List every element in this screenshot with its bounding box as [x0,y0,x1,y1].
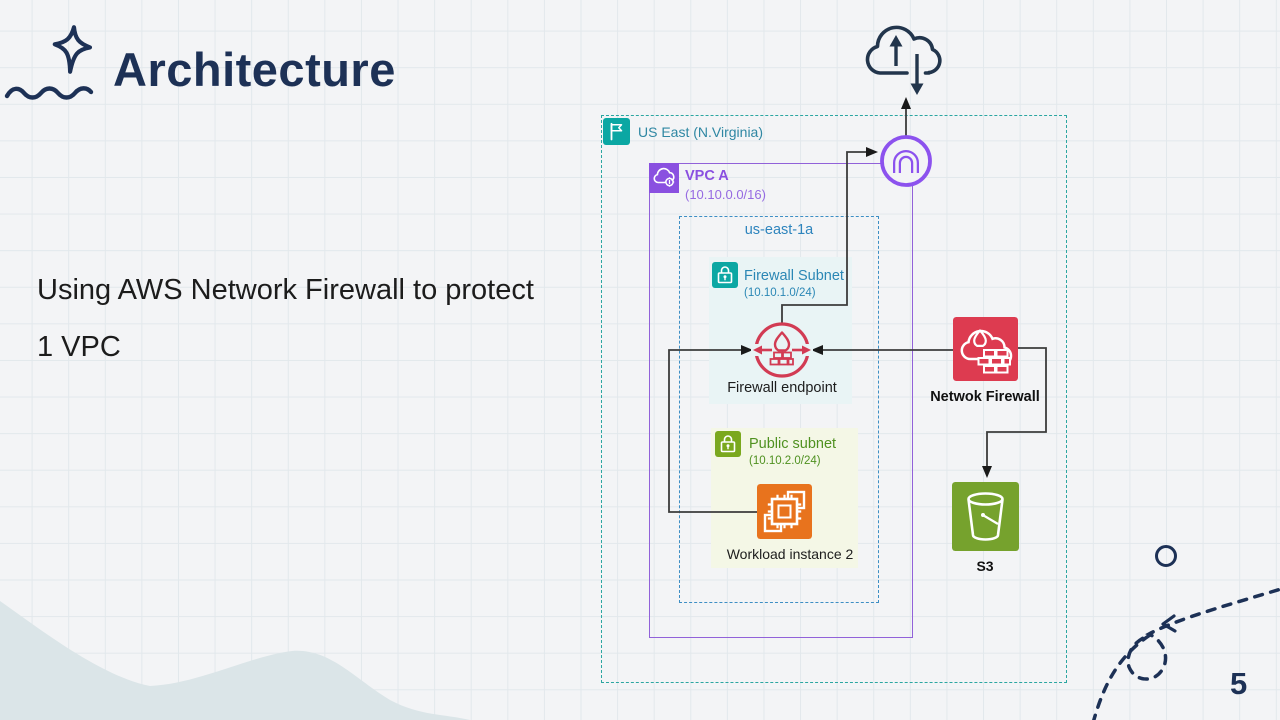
firewall-endpoint-label: Firewall endpoint [727,380,837,396]
vpc-box [649,163,913,638]
vpc-label: VPC A [685,168,729,184]
page-title: Architecture [113,43,396,96]
network-firewall-label: Netwok Firewall [930,389,1040,405]
s3-label: S3 [976,558,994,574]
dashed-curve-decoration [1092,587,1280,720]
region-flag-icon [603,118,630,145]
public-subnet-cidr: (10.10.2.0/24) [749,455,821,467]
aws-region-box [601,115,1067,683]
vpc-cloud-icon [649,163,679,193]
connector-workload-to-endpoint [668,349,758,513]
internet-cloud-icon [865,25,942,95]
region-label: US East (N.Virginia) [638,124,764,140]
sparkle-icon [52,25,93,74]
connector-endpoint-to-igw [781,151,867,323]
public-subnet-label: Public subnet [749,436,837,452]
slide-subtitle: Using AWS Network Firewall to protect 1 … [37,274,534,363]
firewall-subnet-label: Firewall Subnet [744,268,844,284]
ec2-instance-icon [757,484,812,539]
firewall-endpoint-icon [751,322,813,378]
availability-zone-label: us-east-1a [744,222,814,238]
internet-gateway-icon [880,135,932,187]
circle-decoration [1155,545,1177,567]
vpc-cidr: (10.10.0.0/16) [685,187,766,202]
connector-nfw-to-s3 [986,347,1047,467]
firewall-subnet-lock-icon [712,262,738,288]
page-number: 5 [1230,666,1248,701]
network-firewall-icon [953,317,1018,381]
firewall-subnet-cidr: (10.10.1.0/24) [744,287,816,299]
availability-zone-box [679,216,879,603]
wave-decoration [0,601,470,720]
squiggle-icon [4,86,94,100]
workload-instance-label: Workload instance 2 [726,546,854,562]
public-subnet-lock-icon [715,431,741,457]
s3-bucket-icon [952,482,1019,551]
